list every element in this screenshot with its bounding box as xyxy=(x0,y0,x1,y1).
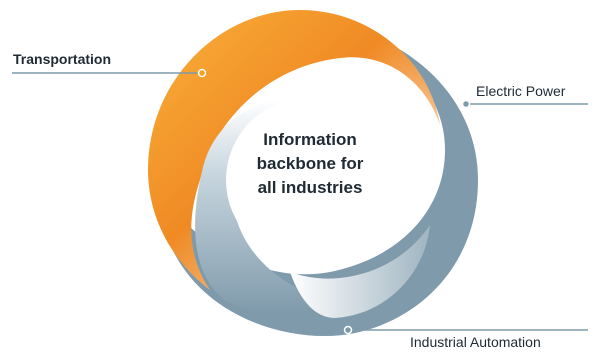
center-title-line-1: Information xyxy=(263,130,357,149)
leader-dot-transportation xyxy=(197,68,207,78)
leader-dot-electric-power xyxy=(461,99,471,109)
leader-dot-industrial-automation xyxy=(343,325,353,335)
center-title-line-2: backbone for xyxy=(256,154,364,173)
ring-segment-industrial-automation xyxy=(195,100,330,315)
ring-segment-transportation xyxy=(148,10,440,290)
ring-inner-band-bottom xyxy=(290,225,430,318)
center-title-line-3: all industries xyxy=(257,178,363,197)
center-title: Information backbone for all industries xyxy=(230,128,390,200)
label-industrial-automation: Industrial Automation xyxy=(410,334,541,350)
label-electric-power: Electric Power xyxy=(476,83,566,99)
label-transportation: Transportation xyxy=(13,51,112,67)
center-disc xyxy=(226,98,390,262)
